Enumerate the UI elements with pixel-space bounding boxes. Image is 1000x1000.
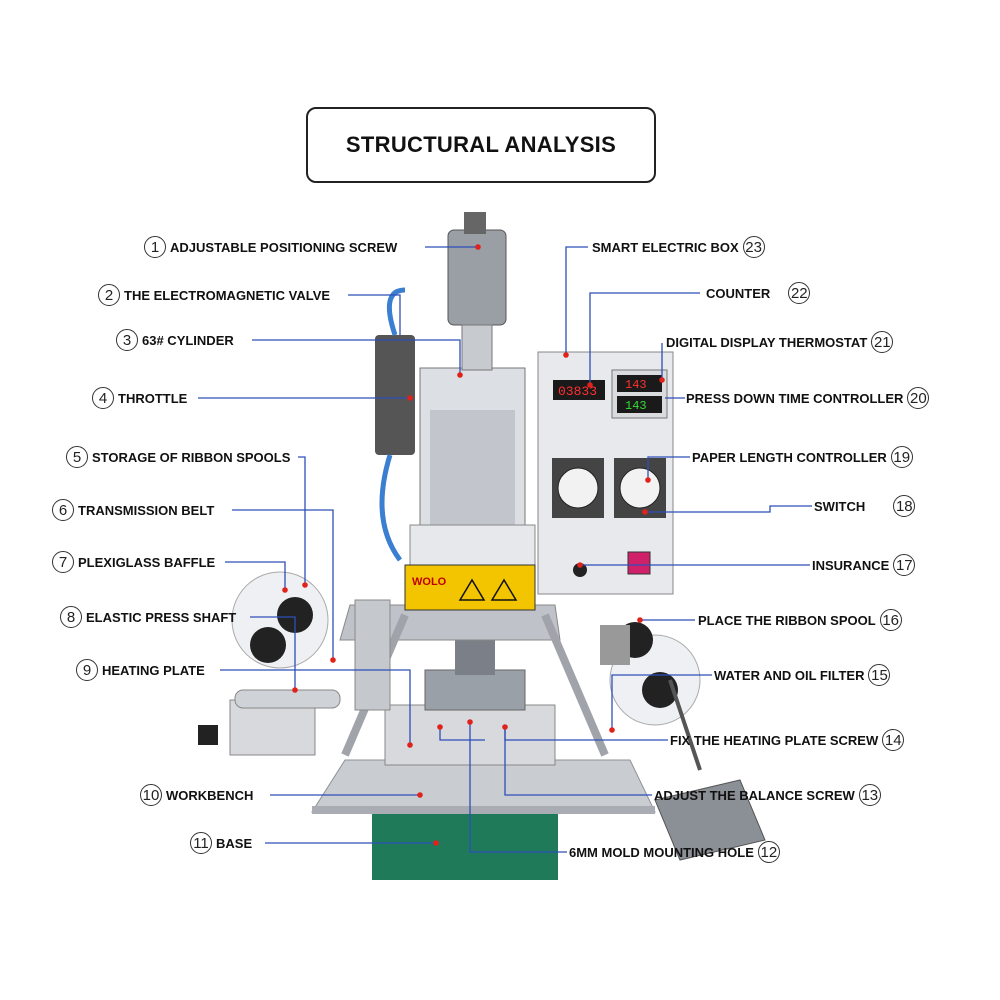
label-9-number: 9 (76, 659, 98, 681)
label-21: DIGITAL DISPLAY THERMOSTAT 21 (666, 331, 894, 353)
label-10: 10 WORKBENCH (140, 784, 253, 806)
label-5-text: STORAGE OF RIBBON SPOOLS (92, 449, 291, 465)
label-13-text: ADJUST THE BALANCE SCREW (654, 787, 855, 803)
label-14: FIX THE HEATING PLATE SCREW 14 (670, 729, 905, 751)
label-12-number: 12 (757, 841, 780, 863)
marker-dots (282, 244, 665, 846)
label-1-text: ADJUSTABLE POSITIONING SCREW (170, 239, 398, 255)
label-4-text: THROTTLE (118, 390, 188, 406)
label-8-number: 8 (60, 606, 82, 628)
label-5-number: 5 (66, 446, 88, 468)
thermostat-display-bottom: 143 (625, 399, 647, 413)
label-13-number: 13 (858, 784, 881, 806)
counter-display: 03833 (558, 384, 597, 399)
label-17: INSURANCE 17 (812, 554, 916, 576)
label-10-text: WORKBENCH (166, 787, 254, 803)
label-6-number: 6 (52, 499, 74, 521)
workbench (311, 759, 656, 813)
label-3-text: 63# CYLINDER (142, 332, 234, 348)
label-20-number: 20 (907, 387, 930, 409)
label-4-number: 4 (92, 387, 114, 409)
label-9-text: HEATING PLATE (102, 662, 205, 678)
label-7: 7 PLEXIGLASS BAFFLE (52, 551, 215, 573)
label-9: 9 HEATING PLATE (76, 659, 205, 681)
label-11-text: BASE (216, 835, 253, 851)
label-23: SMART ELECTRIC BOX 23 (592, 236, 765, 258)
label-18-number: 18 (893, 495, 916, 517)
brand-plate: WOLO (412, 576, 447, 588)
label-15-number: 15 (868, 664, 891, 686)
base (372, 812, 558, 880)
label-14-number: 14 (882, 729, 905, 751)
label-19-text: PAPER LENGTH CONTROLLER (692, 449, 887, 465)
label-21-number: 21 (871, 331, 894, 353)
label-14-text: FIX THE HEATING PLATE SCREW (670, 732, 879, 748)
foot-pedal (654, 779, 766, 861)
label-6: 6 TRANSMISSION BELT (52, 499, 214, 521)
label-3-number: 3 (116, 329, 138, 351)
label-4: 4 THROTTLE (92, 387, 187, 409)
label-18-text: SWITCH (814, 498, 866, 514)
label-22-number: 22 (788, 282, 811, 304)
label-22: COUNTER 22 (706, 282, 811, 304)
label-8: 8 ELASTIC PRESS SHAFT (60, 606, 236, 628)
label-1: 1 ADJUSTABLE POSITIONING SCREW (144, 236, 397, 258)
label-16-number: 16 (879, 609, 902, 631)
label-18: SWITCH 18 (814, 495, 916, 517)
label-19-number: 19 (890, 446, 913, 468)
label-7-number: 7 (52, 551, 74, 573)
label-3: 3 63# CYLINDER (116, 329, 234, 351)
label-20: PRESS DOWN TIME CONTROLLER 20 (686, 387, 930, 409)
thermostat-display-top: 143 (625, 378, 647, 392)
label-23-text: SMART ELECTRIC BOX (592, 239, 739, 255)
label-17-number: 17 (893, 554, 916, 576)
label-16-text: PLACE THE RIBBON SPOOL (698, 612, 876, 628)
label-11-number: 11 (190, 832, 212, 854)
label-16: PLACE THE RIBBON SPOOL 16 (698, 609, 902, 631)
title-box: STRUCTURAL ANALYSIS (306, 107, 656, 183)
label-23-number: 23 (742, 236, 765, 258)
label-12: 6MM MOLD MOUNTING HOLE 12 (569, 841, 780, 863)
label-20-text: PRESS DOWN TIME CONTROLLER (686, 390, 904, 406)
label-15-text: WATER AND OIL FILTER (714, 667, 865, 683)
page-title: STRUCTURAL ANALYSIS (345, 132, 617, 157)
label-7-text: PLEXIGLASS BAFFLE (78, 554, 216, 570)
label-15: WATER AND OIL FILTER 15 (714, 664, 891, 686)
label-1-number: 1 (144, 236, 166, 258)
label-2: 2 THE ELECTROMAGNETIC VALVE (98, 284, 330, 306)
label-17-text: INSURANCE (812, 557, 890, 573)
label-10-number: 10 (140, 784, 162, 806)
label-13: ADJUST THE BALANCE SCREW 13 (654, 784, 881, 806)
label-12-text: 6MM MOLD MOUNTING HOLE (569, 844, 754, 860)
label-2-number: 2 (98, 284, 120, 306)
label-8-text: ELASTIC PRESS SHAFT (86, 609, 237, 625)
label-21-text: DIGITAL DISPLAY THERMOSTAT (666, 334, 868, 350)
label-19: PAPER LENGTH CONTROLLER 19 (692, 446, 913, 468)
positioning-screw (447, 229, 507, 326)
label-5: 5 STORAGE OF RIBBON SPOOLS (66, 446, 290, 468)
label-11: 11 BASE (190, 832, 252, 854)
label-22-text: COUNTER (706, 285, 771, 301)
label-6-text: TRANSMISSION BELT (78, 502, 215, 518)
label-2-text: THE ELECTROMAGNETIC VALVE (124, 287, 331, 303)
